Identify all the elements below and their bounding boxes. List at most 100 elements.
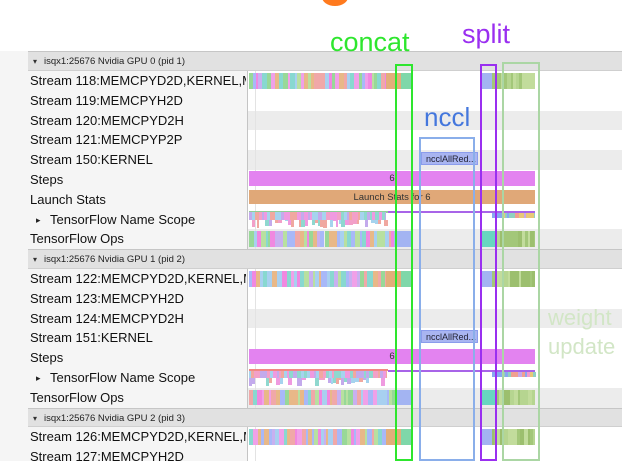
namescope-hanging-stripe [249,378,252,387]
collapse-triangle-icon[interactable]: ▾ [33,57,38,67]
trace-segment-periwinkle[interactable] [481,429,492,445]
steps-bar[interactable]: 6 [249,170,535,186]
trace-segment-olive-stripe [520,271,525,287]
expand-triangle-icon[interactable]: ▸ [36,373,41,383]
trace-event-stripe [350,231,355,247]
trace-track[interactable] [0,210,622,230]
trace-event-stripe [349,73,355,89]
trace-track[interactable]: ncclAllRed... [0,328,622,348]
gpu-section-header-label: isqx1:25676 Nvidia GPU 2 (pid 3) [44,412,185,424]
collapse-triangle-icon[interactable]: ▾ [33,255,38,265]
namescope-band-stripe [289,212,294,220]
namescope-band-stripe [365,370,370,378]
steps-bar[interactable]: 6 [249,348,535,364]
trace-event-stripe [314,429,318,445]
namescope-chunk-stripe [518,371,522,377]
trace-event-stripe [332,73,336,89]
trace-segment-periwinkle[interactable] [481,271,492,287]
expand-triangle-icon[interactable]: ▸ [36,214,41,225]
trace-event-stripe [252,389,257,406]
trace-event-stripe [312,231,318,247]
row-label[interactable]: TensorFlow Name Scope [50,370,196,385]
trace-segment-olive-stripe [531,271,535,287]
trace-track[interactable]: Launch Stats for 6 [0,190,622,210]
trace-event-stripe [287,73,291,89]
trace-event-stripe [336,231,340,247]
row-label[interactable]: TensorFlow Name Scope [50,211,196,227]
trace-event-stripe [275,73,279,89]
trace-track[interactable]: ncclAllRed... [0,150,622,170]
namescope-hanging-stripe [269,219,272,226]
trace-segment-mint[interactable] [401,271,413,287]
namescope-hanging-stripe [357,219,360,225]
trace-segment-olive-stripe [523,429,528,445]
trace-segment-periwinkle[interactable] [481,73,492,89]
trace-event-stripe [384,271,386,287]
nccl-allreduce-bar[interactable]: ncclAllRed... [421,329,478,344]
namescope-band-stripe [269,212,273,220]
trace-event-stripe [373,271,379,287]
trace-segment-mint[interactable] [401,429,413,445]
namescope-band-stripe [349,212,352,220]
namescope-hanging-stripe [297,378,302,386]
trace-segment-periwinkle[interactable] [397,231,413,247]
trace-track[interactable] [0,368,622,388]
trace-event-stripe [353,271,357,287]
trace-event-stripe [255,73,258,89]
collapse-triangle-icon[interactable]: ▾ [33,413,38,423]
trace-event-stripe [359,231,362,247]
weight-update-line2: update [548,334,616,359]
launch-stats-bar[interactable]: Launch Stats for 6 [249,190,535,205]
namescope-hanging-stripe [346,378,351,384]
gpu-section-header[interactable]: ▾isqx1:25676 Nvidia GPU 0 (pid 1) [28,51,622,71]
trace-segment-olive-stripe [498,73,502,89]
trace-segment-olive-stripe [492,73,496,89]
trace-event-stripe [303,271,309,287]
trace-track[interactable]: 6 [0,348,622,368]
steps-bar-label: 6 [389,172,395,184]
trace-segment-mint[interactable] [401,73,413,89]
namescope-purple-line[interactable] [388,211,535,214]
trace-segment-olive-stripe [526,73,529,89]
trace-segment-periwinkle[interactable] [397,389,413,406]
namescope-chunk-blue[interactable] [492,371,502,377]
namescope-band-stripe [369,370,373,378]
trace-event-stripe [340,389,345,406]
trace-event-stripe [327,271,331,287]
trace-segment-teal[interactable] [481,231,497,247]
trace-track[interactable]: 6 [0,170,622,190]
trace-track[interactable] [0,269,622,289]
trace-event-stripe [374,73,377,89]
namescope-band-stripe [256,370,260,378]
trace-track[interactable] [0,388,622,408]
trace-event-stripe [284,389,290,406]
trace-segment-olive-stripe [529,271,532,287]
trace-event-stripe [344,389,347,406]
namescope-hanging-stripe [330,378,333,384]
trace-event-stripe [310,389,315,406]
row-label: Stream 119:MEMCPYH2D [30,92,183,108]
namescope-band-stripe [315,212,319,220]
namescope-hanging-stripe [305,219,309,227]
trace-segment-olive-stripe [523,389,527,406]
trace-event-stripe [303,73,309,89]
trace-track[interactable] [0,427,622,447]
nccl-allreduce-bar[interactable]: ncclAllRed... [421,151,478,166]
trace-event-stripe [370,231,374,247]
namescope-band-stripe [300,212,304,220]
weight-update-annotation-label: weight update [548,303,615,361]
trace-event-stripe [308,271,313,287]
namescope-hanging-stripe [344,378,347,382]
trace-segment-olive-stripe [503,73,508,89]
namescope-purple-line[interactable] [388,369,535,372]
trace-segment-olive-stripe [521,231,526,247]
namescope-band-stripe [310,212,313,220]
trace-event-stripe [373,389,378,406]
namescope-hanging-stripe [336,219,339,227]
namescope-chunk-blue[interactable] [492,213,502,219]
trace-track[interactable] [0,229,622,249]
trace-segment-teal[interactable] [481,389,497,406]
trace-segment-orange[interactable] [386,429,401,445]
trace-segment-orange[interactable] [386,271,401,287]
trace-segment-orange[interactable] [386,73,401,89]
